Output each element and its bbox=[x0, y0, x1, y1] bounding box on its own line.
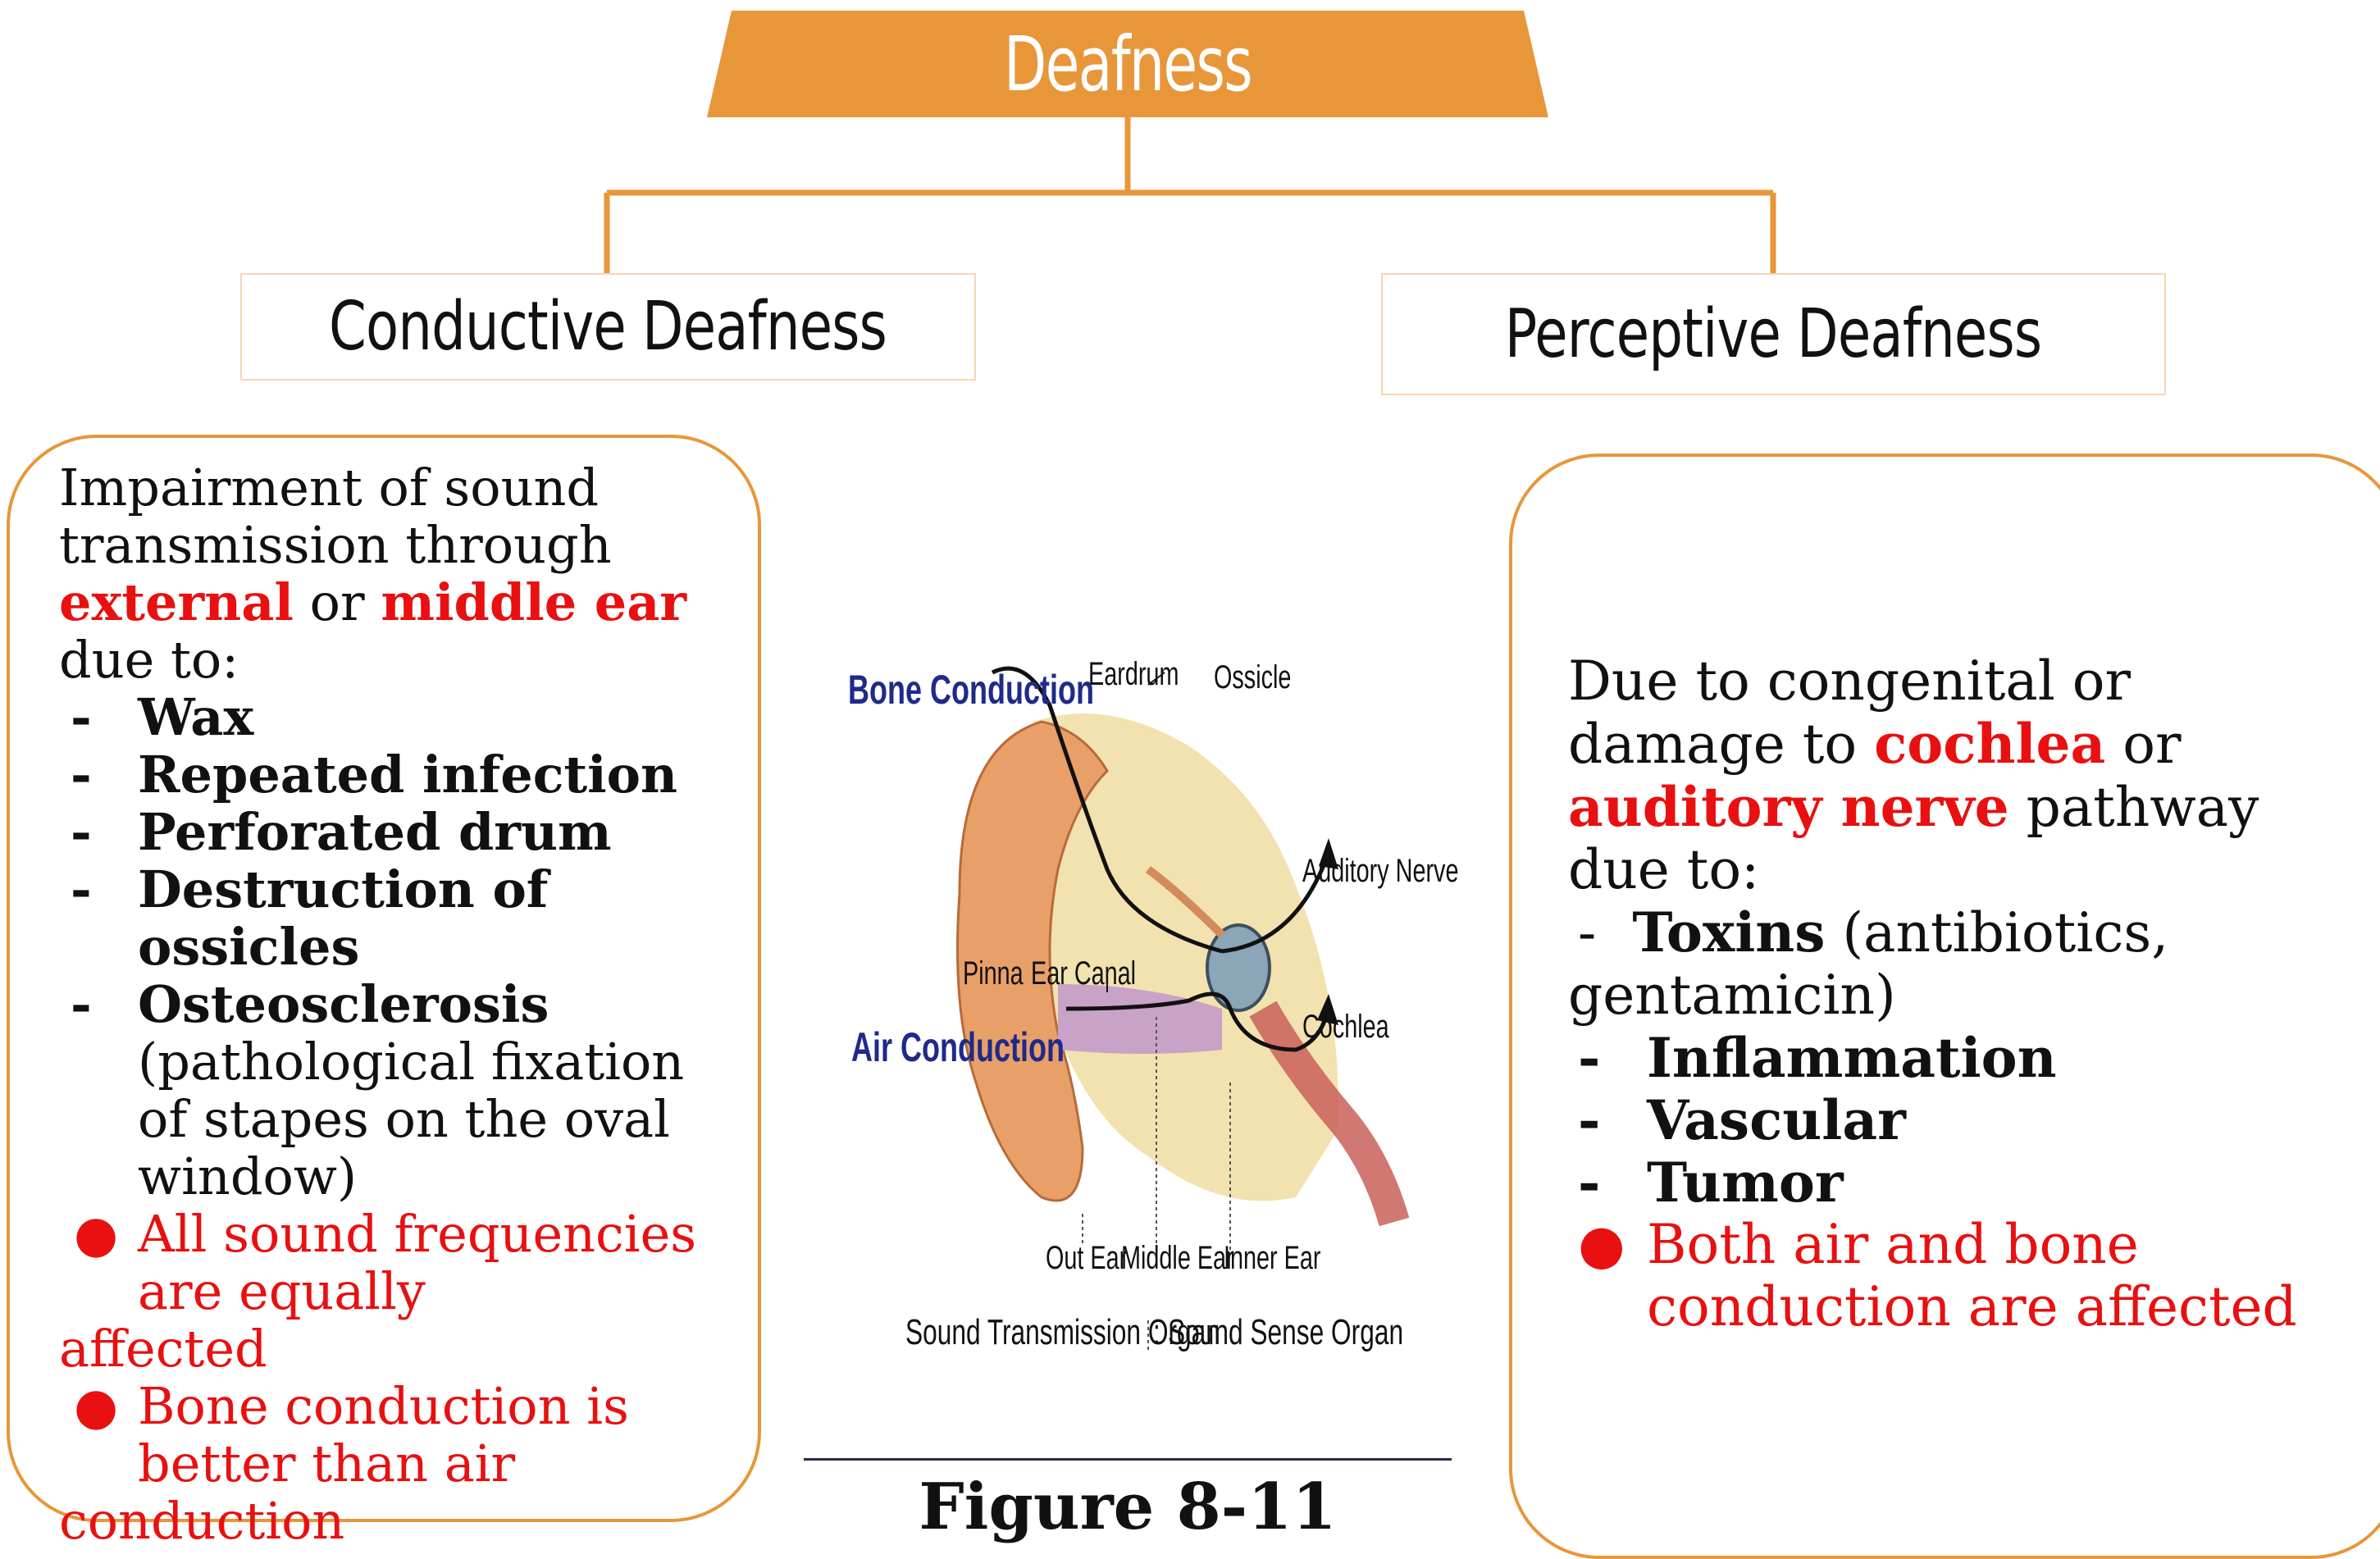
inner-ear-label: Inner Ear bbox=[1224, 1240, 1320, 1277]
perceptive-heading-box: Perceptive Deafness bbox=[1381, 273, 2166, 395]
perceptive-intro: Due to congenital or damage to cochlea o… bbox=[1568, 650, 2331, 901]
bullet-point: ●Both air and bone conduction are affect… bbox=[1568, 1214, 2331, 1338]
bullet-icon: ● bbox=[1578, 1214, 1625, 1276]
cause-item: -Vascular bbox=[1568, 1089, 2331, 1151]
bullet-icon: ● bbox=[74, 1206, 118, 1263]
cochlea-label: Cochlea bbox=[1302, 1009, 1389, 1046]
conductive-text: Impairment of sound transmission through… bbox=[59, 459, 732, 1550]
bullet-point: ●Bone conduction is better than air bbox=[59, 1378, 732, 1493]
cause-item: -Destruction of ossicles bbox=[59, 861, 732, 976]
cause-item: -Tumor bbox=[1568, 1151, 2331, 1214]
eardrum-label: Eardrum bbox=[1088, 656, 1179, 693]
cause-item: -Wax bbox=[59, 689, 732, 746]
highlight-cochlea: cochlea bbox=[1874, 712, 2105, 776]
middle-ear-label: Middle Ear bbox=[1121, 1240, 1234, 1277]
deafness-title: Deafness bbox=[782, 11, 1472, 117]
highlight-external: external bbox=[59, 572, 294, 632]
sound-sense-organ-label: Sound Sense Organ bbox=[1168, 1312, 1403, 1353]
bullet-icon: ● bbox=[74, 1378, 118, 1435]
bullet-point-cont: affected bbox=[59, 1320, 732, 1378]
bone-conduction-label: Bone Conduction bbox=[848, 666, 1094, 713]
pinna-label: Pinna bbox=[963, 955, 1024, 992]
cause-item: -Osteosclerosis(pathological fixation of… bbox=[59, 976, 732, 1206]
cause-item: -Toxins (antibiotics, gentamicin) bbox=[1568, 901, 2331, 1027]
highlight-auditory-nerve: auditory nerve bbox=[1568, 775, 2009, 839]
cause-item: -Inflammation bbox=[1568, 1027, 2331, 1089]
cause-item: -Repeated infection bbox=[59, 746, 732, 804]
figure-caption: Figure 8-11 bbox=[804, 1470, 1452, 1544]
highlight-middle-ear: middle ear bbox=[381, 572, 686, 632]
bullet-point: ●All sound frequencies are equally bbox=[59, 1206, 732, 1320]
auditory-nerve-label: Auditory Nerve bbox=[1302, 853, 1458, 890]
organ-separator: : bbox=[1153, 1312, 1160, 1353]
ossicle-label: Ossicle bbox=[1214, 659, 1291, 696]
conductive-heading: Conductive Deafness bbox=[329, 288, 887, 366]
perceptive-heading: Perceptive Deafness bbox=[1505, 295, 2041, 373]
conductive-intro: Impairment of sound transmission through… bbox=[59, 459, 732, 689]
conductive-heading-box: Conductive Deafness bbox=[240, 273, 976, 381]
cause-item: -Perforated drum bbox=[59, 804, 732, 861]
ear-canal-label: Ear Canal bbox=[1031, 955, 1136, 992]
perceptive-text: Due to congenital or damage to cochlea o… bbox=[1568, 650, 2331, 1338]
caption-divider bbox=[804, 1458, 1452, 1461]
ear-anatomy-figure: Bone Conduction Eardrum Ossicle Auditory… bbox=[837, 623, 1443, 1378]
deafness-title-box: Deafness bbox=[707, 11, 1548, 117]
bullet-point-cont: conduction bbox=[59, 1493, 732, 1550]
air-conduction-label: Air Conduction bbox=[851, 1023, 1065, 1071]
osteo-note: (pathological fixation of stapes on the … bbox=[138, 1032, 684, 1206]
out-ear-label: Out Ear bbox=[1046, 1240, 1127, 1277]
